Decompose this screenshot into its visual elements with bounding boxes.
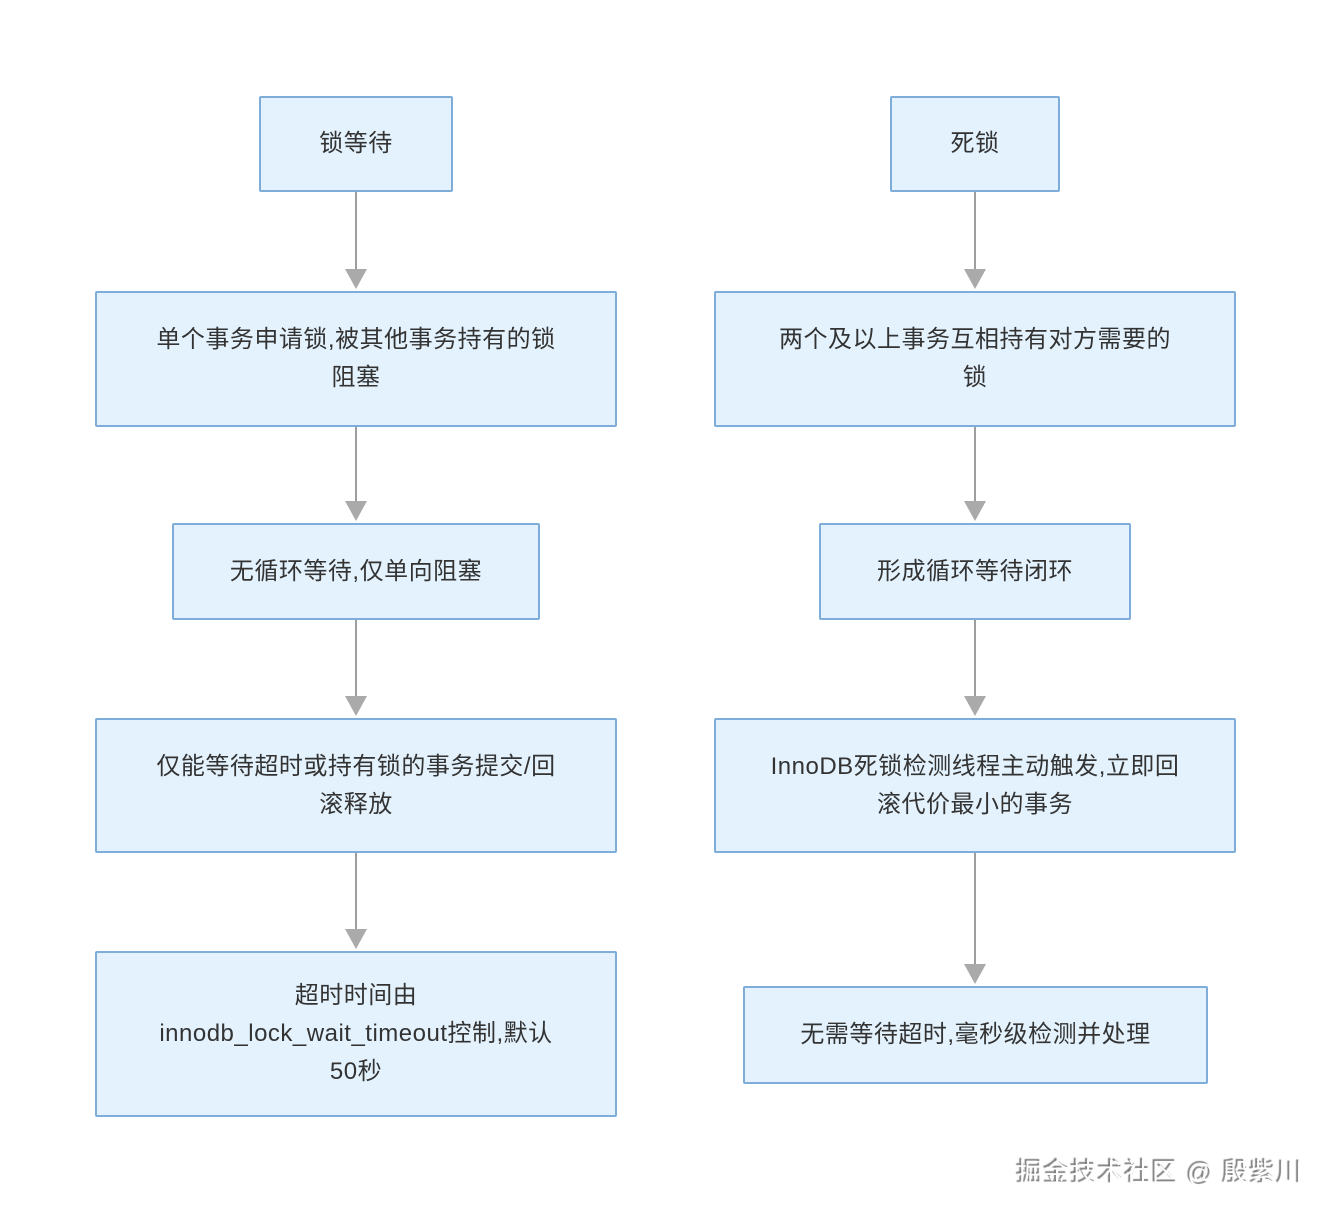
arrow-down-icon [964, 427, 986, 521]
arrow-head-icon [345, 929, 367, 949]
node-lock-wait-step-1-label: 单个事务申请锁,被其他事务持有的锁 阻塞 [156, 326, 556, 391]
arrow-down-icon [964, 853, 986, 984]
arrow-head-icon [345, 501, 367, 521]
arrow-down-icon [345, 427, 367, 521]
node-deadlock-step-1-label: 两个及以上事务互相持有对方需要的 锁 [779, 326, 1171, 391]
node-deadlock-step-3-label: InnoDB死锁检测线程主动触发,立即回 滚代价最小的事务 [770, 752, 1180, 818]
node-deadlock-step-3: InnoDB死锁检测线程主动触发,立即回 滚代价最小的事务 [714, 718, 1236, 853]
node-deadlock-title: 死锁 [890, 96, 1060, 192]
arrow-down-icon [964, 192, 986, 289]
node-lock-wait-step-1: 单个事务申请锁,被其他事务持有的锁 阻塞 [95, 291, 617, 427]
node-lock-wait-step-2: 无循环等待,仅单向阻塞 [172, 523, 540, 620]
arrow-line [355, 620, 357, 705]
node-lock-wait-title-label: 锁等待 [319, 130, 393, 157]
node-lock-wait-title: 锁等待 [259, 96, 453, 192]
node-lock-wait-step-4-label: 超时时间由 innodb_lock_wait_timeout控制,默认 50秒 [159, 982, 553, 1085]
node-deadlock-step-4-label: 无需等待超时,毫秒级检测并处理 [800, 1021, 1151, 1048]
node-deadlock-step-4: 无需等待超时,毫秒级检测并处理 [743, 986, 1208, 1084]
node-lock-wait-step-3-label: 仅能等待超时或持有锁的事务提交/回 滚释放 [156, 752, 556, 818]
arrow-head-icon [964, 269, 986, 289]
arrow-down-icon [964, 620, 986, 716]
arrow-line [974, 192, 976, 278]
node-lock-wait-step-3: 仅能等待超时或持有锁的事务提交/回 滚释放 [95, 718, 617, 853]
arrow-down-icon [345, 620, 367, 716]
node-deadlock-step-1: 两个及以上事务互相持有对方需要的 锁 [714, 291, 1236, 427]
node-deadlock-step-2-label: 形成循环等待闭环 [877, 557, 1073, 585]
arrow-line [355, 192, 357, 278]
arrow-line [974, 620, 976, 705]
node-deadlock-step-2: 形成循环等待闭环 [819, 523, 1131, 620]
arrow-head-icon [964, 501, 986, 521]
arrow-line [974, 853, 976, 973]
watermark-text: 掘金技术社区 @ 殷紫川 [1017, 1158, 1304, 1188]
arrow-line [974, 427, 976, 510]
arrow-line [355, 853, 357, 938]
arrow-head-icon [964, 964, 986, 984]
node-lock-wait-step-4: 超时时间由 innodb_lock_wait_timeout控制,默认 50秒 [95, 951, 617, 1117]
arrow-head-icon [345, 696, 367, 716]
node-lock-wait-step-2-label: 无循环等待,仅单向阻塞 [229, 557, 483, 585]
arrow-head-icon [964, 696, 986, 716]
arrow-line [355, 427, 357, 510]
arrow-head-icon [345, 269, 367, 289]
arrow-down-icon [345, 853, 367, 949]
node-deadlock-title-label: 死锁 [950, 130, 1000, 157]
arrow-down-icon [345, 192, 367, 289]
